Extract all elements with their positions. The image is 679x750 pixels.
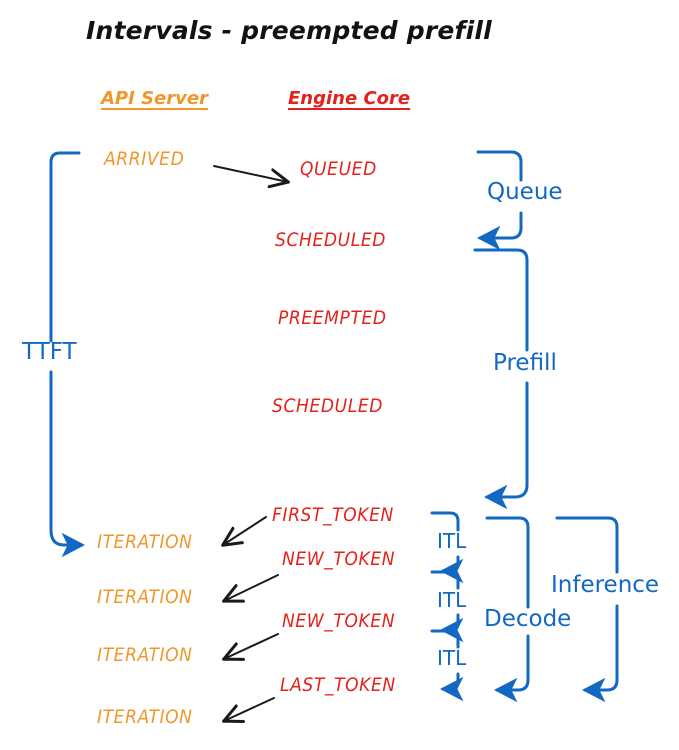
interval-label-decode: Decode	[484, 606, 572, 632]
event-preempted: PREEMPTED	[278, 307, 387, 329]
arrow-new-token-2-to-iteration-3	[224, 633, 279, 659]
arrow-arrived-to-queued	[213, 165, 288, 182]
itl-bracket-2-lower	[440, 613, 464, 643]
itl-bracket-3-lower	[440, 672, 464, 702]
queue-bracket-upper	[476, 150, 523, 182]
arrow-last-token-to-iteration-4	[224, 697, 275, 721]
decode-bracket-upper	[485, 516, 530, 609]
itl-bracket-3-upper	[430, 629, 460, 649]
interval-label-inference: Inference	[551, 572, 660, 598]
interval-label-prefill: Prefill	[493, 350, 557, 376]
interval-label-itl-1: ITL	[437, 529, 467, 553]
event-iteration-2: ITERATION	[97, 586, 193, 608]
decode-bracket-lower	[494, 634, 530, 703]
event-scheduled-1: SCHEDULED	[275, 229, 387, 251]
itl-bracket-1-upper	[430, 511, 460, 532]
itl-bracket-2-upper	[430, 570, 460, 590]
event-new-token-2: NEW_TOKEN	[282, 610, 396, 632]
arrow-first-token-to-iteration-1	[223, 516, 267, 545]
interval-label-queue: Queue	[487, 179, 563, 205]
event-scheduled-2: SCHEDULED	[272, 395, 384, 417]
queue-bracket-lower	[477, 211, 523, 251]
prefill-bracket-upper	[473, 248, 529, 352]
column-header-engine-core: Engine Core	[288, 88, 411, 109]
event-iteration-4: ITERATION	[97, 706, 193, 728]
interval-label-itl-3: ITL	[437, 646, 467, 670]
inference-bracket-upper	[555, 516, 619, 574]
event-new-token-1: NEW_TOKEN	[282, 548, 396, 570]
ttft-bracket-upper	[49, 151, 81, 343]
inference-bracket-lower	[582, 604, 619, 703]
event-queued: QUEUED	[300, 158, 377, 180]
prefill-bracket-lower	[484, 381, 529, 510]
ttft-bracket-lower	[49, 370, 85, 558]
event-iteration-1: ITERATION	[97, 531, 193, 553]
interval-label-itl-2: ITL	[437, 588, 467, 612]
arrow-new-token-1-to-iteration-2	[224, 574, 279, 601]
column-header-api-server: API Server	[101, 88, 208, 109]
itl-bracket-1-lower	[440, 555, 464, 584]
event-last-token: LAST_TOKEN	[280, 674, 396, 696]
event-iteration-3: ITERATION	[97, 644, 193, 666]
page-title: Intervals - preempted prefill	[86, 16, 492, 45]
event-first-token: FIRST_TOKEN	[272, 504, 394, 526]
event-arrived: ARRIVED	[104, 148, 185, 170]
interval-label-ttft: TTFT	[22, 339, 77, 365]
